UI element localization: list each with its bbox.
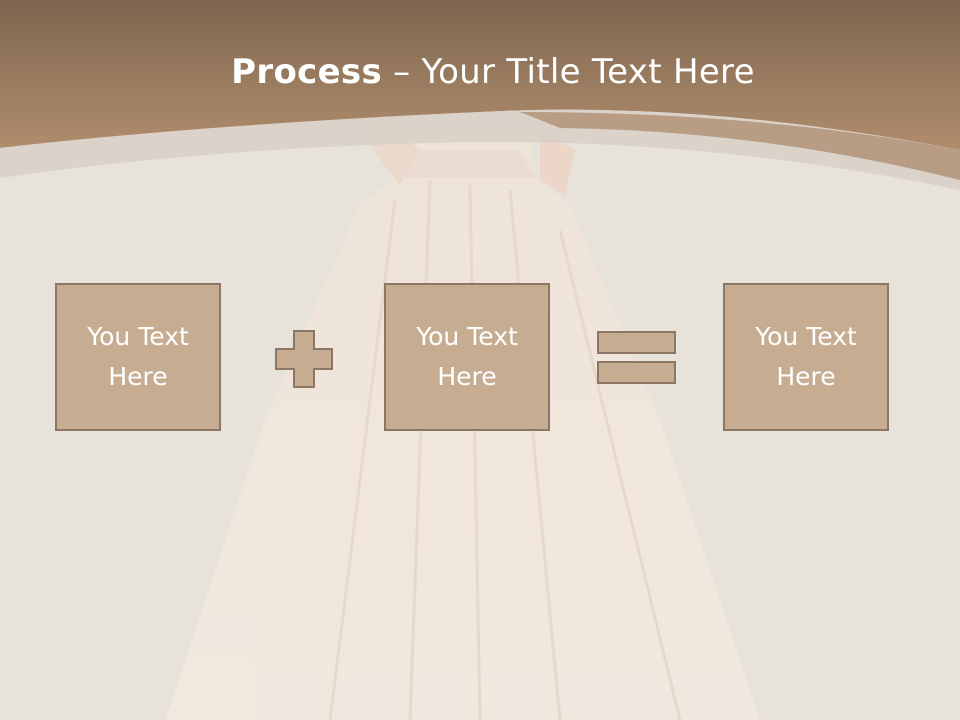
title-bold: Process bbox=[231, 52, 383, 92]
process-box-1[interactable]: You Text Here bbox=[55, 283, 221, 431]
plus-icon bbox=[275, 330, 333, 388]
slide-title: Process – Your Title Text Here bbox=[0, 52, 960, 92]
process-box-text: You Text Here bbox=[416, 322, 518, 391]
process-box-3[interactable]: You Text Here bbox=[723, 283, 889, 431]
process-box-text: You Text Here bbox=[87, 322, 189, 391]
process-box-text: You Text Here bbox=[755, 322, 857, 391]
title-rest: – Your Title Text Here bbox=[382, 52, 755, 92]
process-box-2[interactable]: You Text Here bbox=[384, 283, 550, 431]
equals-icon bbox=[597, 331, 676, 384]
